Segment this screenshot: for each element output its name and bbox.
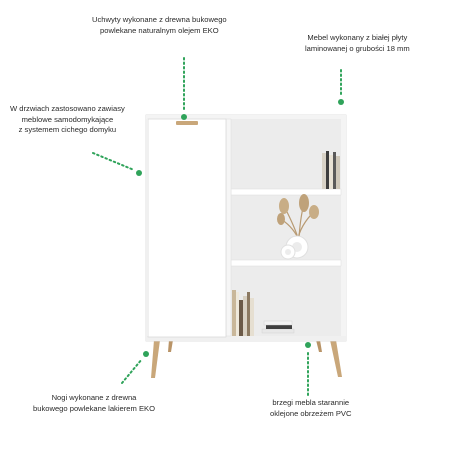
callout-board: Mebel wykonany z białej płyty laminowane… bbox=[305, 33, 410, 54]
cabinet-top-edge bbox=[146, 115, 346, 119]
cabinet-bottom-edge bbox=[146, 336, 346, 341]
leader-legs bbox=[121, 358, 143, 384]
book bbox=[243, 296, 247, 336]
leg-front-left bbox=[151, 340, 160, 378]
callout-board-line-1: Mebel wykonany z białej płyty bbox=[307, 33, 408, 42]
book bbox=[333, 152, 336, 189]
callout-edges: brzegi mebla starannie oklejone obrzeżem… bbox=[270, 398, 351, 419]
leg-front-right bbox=[330, 340, 342, 377]
marker-board-icon bbox=[338, 99, 344, 105]
book bbox=[236, 292, 239, 336]
callout-board-line-2: laminowanej o grubości 18 mm bbox=[305, 43, 410, 53]
callout-handles-line-2: powlekane naturalnym olejem EKO bbox=[100, 25, 219, 35]
callout-legs-line-1: Nogi wykonane z drewna bbox=[51, 393, 137, 402]
callout-handles-line-1: Uchwyty wykonane z drewna bukowego bbox=[92, 15, 227, 24]
book bbox=[232, 290, 236, 336]
callout-hinges-line-3: z systemem cichego domyku bbox=[18, 125, 117, 134]
marker-hinges-icon bbox=[136, 170, 142, 176]
callout-handles: Uchwyty wykonane z drewna bukowego powle… bbox=[92, 15, 227, 36]
cabinet-legs bbox=[151, 340, 342, 378]
book bbox=[326, 151, 329, 189]
callout-legs: Nogi wykonane z drewna bukowego powlekan… bbox=[33, 393, 155, 414]
book bbox=[239, 300, 243, 336]
callout-edges-line-1: brzegi mebla starannie bbox=[272, 398, 350, 407]
callout-hinges-line-2: meblowe samodomykające bbox=[21, 114, 114, 124]
leg-back-left bbox=[168, 340, 173, 352]
marker-edges-icon bbox=[305, 342, 311, 348]
book-flat bbox=[263, 320, 293, 326]
grass-plume bbox=[309, 205, 319, 219]
vase-ring-small-hole bbox=[285, 249, 291, 255]
leg-back-right bbox=[316, 340, 322, 352]
book-flat bbox=[266, 325, 292, 329]
marker-legs-icon bbox=[143, 351, 149, 357]
cabinet-door bbox=[147, 118, 227, 338]
decor-vase bbox=[277, 194, 319, 260]
door-handle bbox=[176, 121, 198, 125]
book bbox=[322, 153, 326, 189]
cabinet-side-right bbox=[341, 119, 346, 336]
books-top-shelf bbox=[322, 151, 340, 189]
grass-plume bbox=[299, 194, 309, 212]
grass-plume bbox=[279, 198, 289, 214]
book bbox=[336, 156, 340, 189]
marker-handles-icon bbox=[181, 114, 187, 120]
books-bottom-shelf bbox=[232, 290, 295, 336]
grass-plume bbox=[277, 213, 285, 225]
callout-hinges: W drzwiach zastosowano zawiasy meblowe s… bbox=[10, 104, 125, 136]
callout-legs-line-2: bukowego powlekane lakierem EKO bbox=[33, 403, 155, 413]
callout-hinges-line-1: W drzwiach zastosowano zawiasy bbox=[10, 104, 125, 113]
callout-edges-line-2: oklejone obrzeżem PVC bbox=[270, 408, 352, 418]
book bbox=[329, 155, 333, 189]
book bbox=[250, 298, 254, 336]
leader-hinges bbox=[92, 152, 135, 171]
book bbox=[247, 292, 250, 336]
door-panel bbox=[147, 118, 227, 338]
